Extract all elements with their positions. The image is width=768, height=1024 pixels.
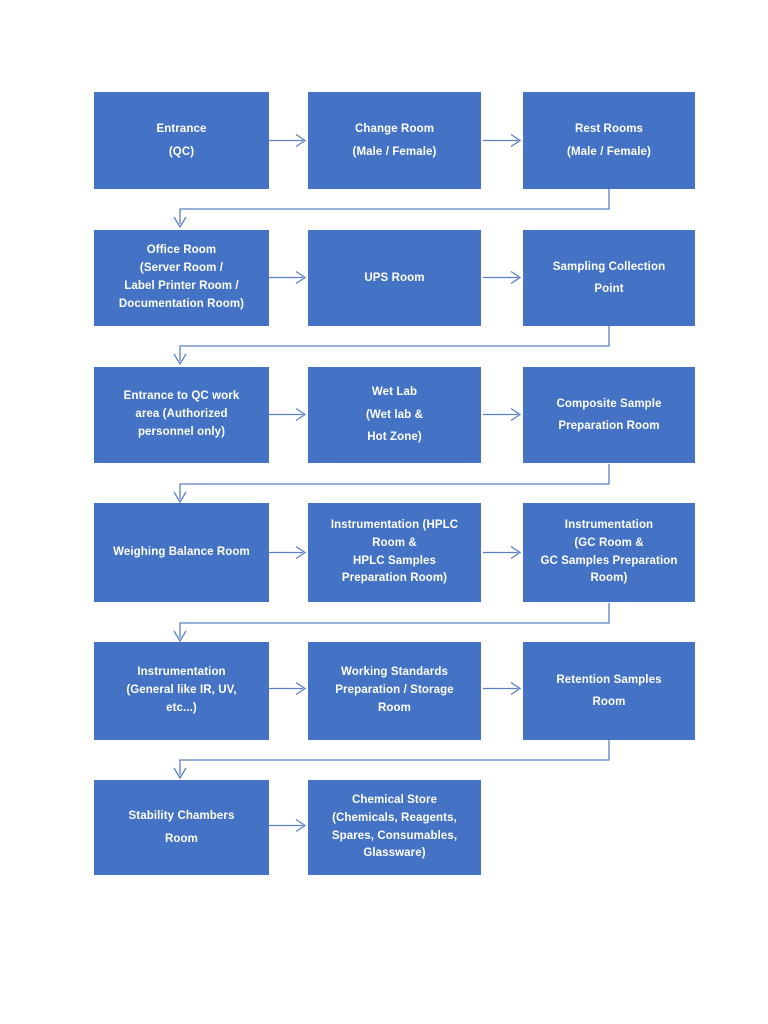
arrow-office-room-to-ups-room [269,270,307,285]
node-line: Weighing Balance Room [113,546,250,559]
arrow-working-standards-room-to-retention-samples-room [483,681,522,696]
node-composite-sample-preparation-room[interactable]: Composite Sample Preparation Room [523,367,695,463]
arrow-instrumentation-general-to-working-standards-room [269,681,307,696]
node-line: (Chemicals, Reagents, [332,811,457,824]
node-office-room[interactable]: Office Room (Server Room / Label Printer… [94,230,269,326]
node-line: Entrance [156,123,207,136]
node-chemical-store[interactable]: Chemical Store (Chemicals, Reagents, Spa… [308,780,481,875]
arrow-change-room-to-rest-rooms [483,133,522,148]
node-sampling-collection-point[interactable]: Sampling Collection Point [523,230,695,326]
arrow-stability-chambers-room-to-chemical-store [269,818,307,833]
node-line: Rest Rooms [574,123,644,136]
node-line: Sampling Collection [552,260,666,273]
node-line: Preparation Room) [341,572,448,585]
node-line: Room [165,832,198,845]
node-line: personnel only) [137,425,226,438]
node-line: Room [592,696,626,708]
node-stability-chambers-room[interactable]: Stability Chambers Room [94,780,269,875]
arrow-ups-room-to-sampling-collection-point [483,270,522,285]
node-instrumentation-hplc[interactable]: Instrumentation (HPLC Room & HPLC Sample… [308,503,481,602]
node-line: UPS Room [364,271,425,284]
node-line: Glassware) [363,847,426,860]
node-line: (Male / Female) [567,145,651,158]
node-line: Point [594,283,624,295]
node-line: Hot Zone) [367,431,422,444]
node-retention-samples-room[interactable]: Retention Samples Room [523,642,695,740]
node-line: Change Room [354,123,435,136]
node-line: Instrumentation [564,518,654,531]
node-line: Chemical Store [351,793,438,806]
node-change-room[interactable]: Change Room (Male / Female) [308,92,481,189]
node-line: HPLC Samples [352,554,436,567]
arrow-entrance-qc-work-area-to-wet-lab [269,407,307,422]
node-line: Room) [590,572,628,585]
node-line: Instrumentation (HPLC [330,518,459,531]
arrow-composite-sample-preparation-room-to-weighing-balance-room [173,464,610,504]
node-line: Wet Lab [371,386,418,399]
node-line: Room [378,701,411,714]
arrow-instrumentation-hplc-to-instrumentation-gc [483,545,522,560]
node-line: (Wet lab & [365,408,423,421]
node-working-standards-room[interactable]: Working Standards Preparation / Storage … [308,642,481,740]
node-line: Stability Chambers [128,810,235,823]
node-entrance-qc[interactable]: Entrance (QC) [94,92,269,189]
node-ups-room[interactable]: UPS Room [308,230,481,326]
node-line: (Server Room / [139,262,224,275]
node-instrumentation-general[interactable]: Instrumentation (General like IR, UV, et… [94,642,269,740]
node-line: Working Standards [341,666,448,679]
node-line: area (Authorized [135,408,228,421]
node-line: (GC Room & [574,536,644,549]
node-line: (General like IR, UV, [126,684,237,697]
arrow-entrance-to-change-room [269,133,307,148]
node-line: Instrumentation [137,666,226,679]
arrow-weighing-balance-room-to-instrumentation-hplc [269,545,307,560]
node-entrance-qc-work-area[interactable]: Entrance to QC work area (Authorized per… [94,367,269,463]
node-instrumentation-gc[interactable]: Instrumentation (GC Room & GC Samples Pr… [523,503,695,602]
arrow-retention-samples-room-to-stability-chambers-room [173,740,610,780]
node-line: GC Samples Preparation [540,554,678,567]
node-line: (Male / Female) [352,145,437,158]
node-line: (QC) [168,145,195,158]
node-line: Composite Sample [556,397,662,410]
node-line: Documentation Room) [118,297,245,310]
node-line: Entrance to QC work [123,390,240,403]
node-line: Retention Samples [556,673,662,686]
node-weighing-balance-room[interactable]: Weighing Balance Room [94,503,269,602]
node-line: Room & [372,536,417,549]
node-wet-lab[interactable]: Wet Lab (Wet lab & Hot Zone) [308,367,481,463]
node-line: Spares, Consumables, [331,829,458,842]
node-line: Preparation / Storage [335,684,454,697]
node-rest-rooms[interactable]: Rest Rooms (Male / Female) [523,92,695,189]
arrow-instrumentation-gc-to-instrumentation-general [173,603,610,643]
arrow-sampling-collection-point-to-entrance-qc-work-area [173,326,610,366]
node-line: Preparation Room [558,420,660,432]
arrow-wet-lab-to-composite-sample-preparation-room [483,407,522,422]
node-line: Label Printer Room / [124,280,239,292]
node-line: Office Room [146,244,217,257]
arrow-rest-rooms-to-office-room [173,189,610,229]
node-line: etc...) [166,701,197,714]
